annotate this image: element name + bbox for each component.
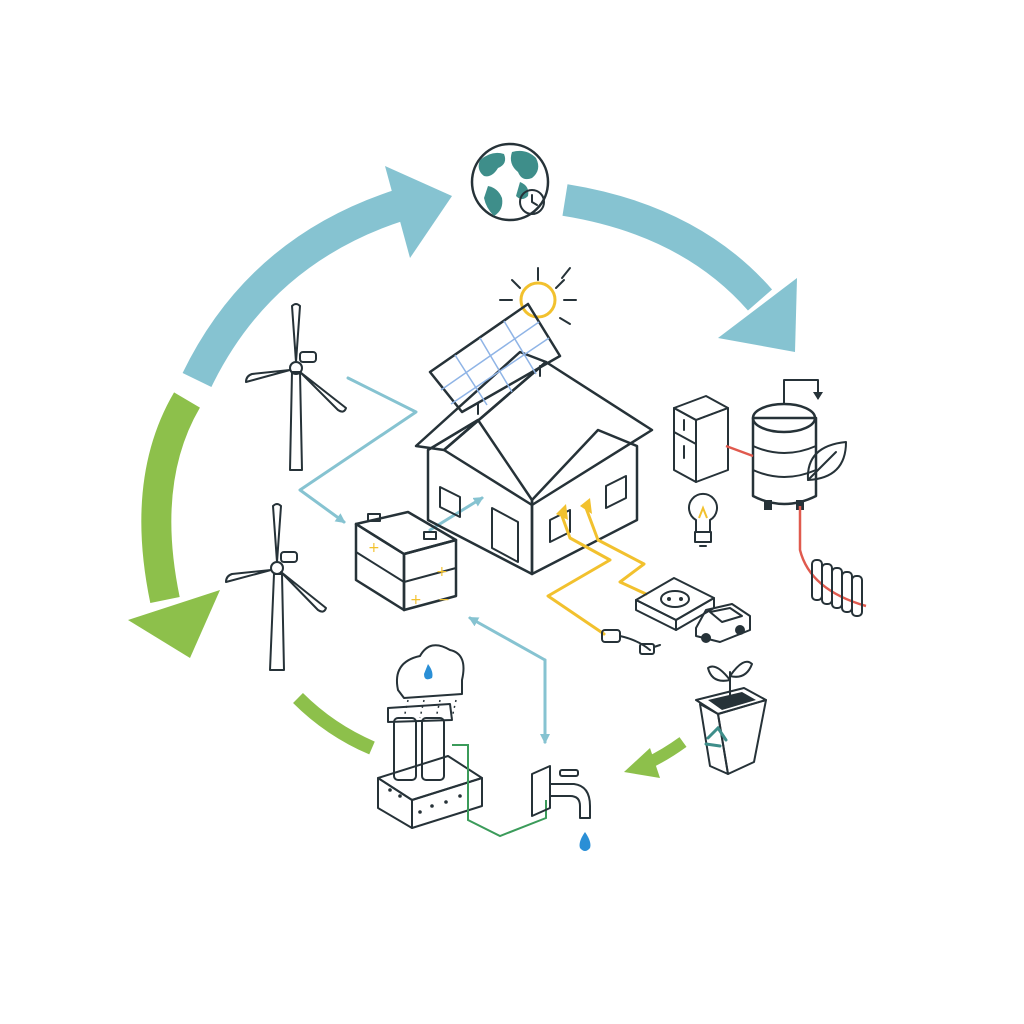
- svg-text:+: +: [410, 592, 422, 608]
- water-filter-icon: [377, 703, 547, 838]
- cycle-arrow-green-bottom: [293, 693, 375, 755]
- radiator-icon: [811, 559, 863, 617]
- power-outlet-icon: [635, 577, 715, 631]
- svg-text:−: −: [438, 592, 450, 608]
- refrigerator-icon: [673, 395, 729, 483]
- svg-text:+: +: [436, 564, 448, 580]
- water-drop-icon: [579, 832, 591, 851]
- cycle-arrow-blue-right: [562, 184, 773, 311]
- cycle-arrowhead-green-right: [624, 748, 660, 778]
- sprout-icon: [707, 660, 753, 701]
- electric-car-icon: [695, 603, 751, 643]
- cycle-arrowhead-blue-left: [385, 166, 452, 258]
- sun-icon: [499, 267, 577, 325]
- water-tap-icon: [531, 765, 591, 819]
- energy-flow-lines: [298, 376, 550, 744]
- plug-icon: [601, 629, 661, 655]
- recycle-icon: [704, 725, 728, 748]
- rain-cloud-icon: [396, 644, 465, 719]
- compost-bin-icon: [695, 687, 767, 775]
- cycle-arrowhead-green-left: [128, 590, 220, 658]
- power-wires: [546, 498, 648, 636]
- light-bulb-icon: [688, 492, 718, 547]
- battery-icon: + + + −: [354, 510, 458, 612]
- cycle-arrowhead-blue-right: [718, 278, 797, 352]
- leaf-icon: [806, 441, 847, 481]
- cycle-arrow-green-left: [141, 392, 201, 604]
- cycle-arrows: [128, 166, 797, 778]
- cycle-arrow-blue-left: [182, 189, 405, 388]
- globe-icon: [470, 142, 550, 222]
- solar-panel-icon: [428, 302, 562, 415]
- wind-turbine-icon: [225, 503, 327, 671]
- hot-water-tank-icon: [725, 379, 867, 608]
- wind-turbine-icon: [245, 303, 347, 471]
- svg-text:+: +: [368, 540, 380, 556]
